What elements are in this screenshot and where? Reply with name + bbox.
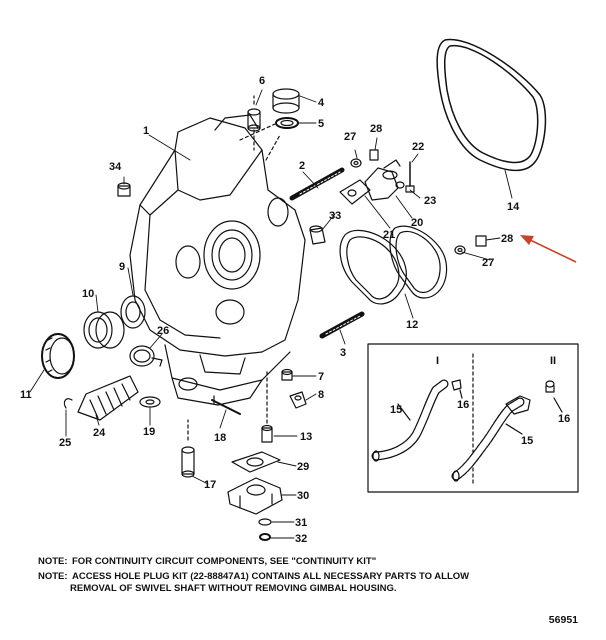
- callout-12: 12: [406, 319, 418, 331]
- callout-8: 8: [318, 389, 324, 401]
- callout-21: 21: [383, 229, 395, 241]
- note-2: NOTE: ACCESS HOLE PLUG KIT (22-88847A1) …: [38, 571, 578, 583]
- part-3-stud: [319, 311, 365, 339]
- inset-label-ii: II: [550, 355, 556, 367]
- callout-26: 26: [157, 325, 169, 337]
- callout-24: 24: [93, 427, 106, 439]
- note-2-continuation: REMOVAL OF SWIVEL SHAFT WITHOUT REMOVING…: [70, 583, 397, 594]
- callout-17: 17: [204, 479, 216, 491]
- part-33-plug: [309, 225, 326, 245]
- callout-5: 5: [318, 118, 324, 130]
- part-26-clamp: [129, 345, 163, 367]
- part-19-washer: [139, 396, 161, 408]
- callout-18: 18: [214, 432, 226, 444]
- leader-lines: [29, 89, 513, 539]
- callout-labels: 1 2 3 4 5 6 7 8 9 10 11 12 13 14 15 15 1…: [20, 75, 570, 545]
- callout-15-inset-ii: 15: [521, 435, 533, 447]
- fitting-assembly: [339, 149, 487, 255]
- callout-16-inset-i: 16: [457, 399, 469, 411]
- callout-30: 30: [297, 490, 309, 502]
- part-13-plug: [261, 424, 273, 443]
- part-30-pump: [227, 477, 283, 515]
- part-7-fitting: [281, 368, 293, 381]
- document-number: 56951: [548, 614, 578, 626]
- part-25-clip: [63, 398, 73, 409]
- callout-1: 1: [143, 125, 149, 137]
- part-5-seal: [275, 117, 299, 129]
- part-32-o-ring: [259, 533, 271, 541]
- callout-31: 31: [295, 517, 307, 529]
- callout-14: 14: [507, 201, 520, 213]
- note-1: NOTE: FOR CONTINUITY CIRCUIT COMPONENTS,…: [38, 556, 578, 568]
- notes-block: NOTE: FOR CONTINUITY CIRCUIT COMPONENTS,…: [38, 556, 578, 595]
- callout-25: 25: [59, 437, 71, 449]
- note-1-text: FOR CONTINUITY CIRCUIT COMPONENTS, SEE "…: [72, 556, 377, 567]
- note-1-prefix: NOTE:: [38, 556, 68, 567]
- part-2-stud: [289, 167, 345, 201]
- part-31-o-ring: [258, 518, 272, 526]
- note-2-prefix: NOTE:: [38, 571, 68, 582]
- inset-label-i: I: [436, 355, 439, 367]
- callout-34: 34: [109, 161, 122, 173]
- callout-28-right: 28: [501, 233, 513, 245]
- note-2-text: ACCESS HOLE PLUG KIT (22-88847A1) CONTAI…: [72, 571, 470, 582]
- callout-28-top: 28: [370, 123, 382, 135]
- callout-23: 23: [424, 195, 436, 207]
- callout-27-top: 27: [344, 131, 356, 143]
- callout-15-inset-i: 15: [390, 404, 402, 416]
- callout-6: 6: [259, 75, 265, 87]
- callout-16-inset-ii: 16: [558, 413, 570, 425]
- callout-2: 2: [299, 160, 305, 172]
- callout-11: 11: [20, 389, 32, 401]
- callout-32: 32: [295, 533, 307, 545]
- callout-13: 13: [300, 431, 312, 443]
- callout-27-right: 27: [482, 257, 494, 269]
- callout-19: 19: [143, 426, 155, 438]
- gimbal-housing: [129, 114, 306, 406]
- inset-box: [367, 343, 579, 493]
- highlight-arrow: [520, 235, 577, 263]
- part-10-seal: [83, 311, 125, 349]
- callout-20: 20: [411, 217, 423, 229]
- part-11-clamp: [41, 333, 75, 379]
- part-34-plug: [117, 182, 131, 197]
- part-9-seal: [120, 295, 146, 329]
- part-24-bellows: [77, 375, 139, 421]
- part-6-bushing: [247, 108, 261, 132]
- part-17-pin: [181, 446, 195, 478]
- callout-4: 4: [318, 97, 325, 109]
- callout-29: 29: [297, 461, 309, 473]
- callout-33: 33: [329, 210, 341, 222]
- part-29-gasket: [231, 451, 281, 473]
- part-14-o-ring: [436, 38, 547, 172]
- part-12-gaskets: [339, 225, 448, 305]
- callout-10: 10: [82, 288, 94, 300]
- callout-22: 22: [412, 141, 424, 153]
- part-18-pin: [211, 395, 241, 415]
- callout-9: 9: [119, 261, 125, 273]
- callout-3: 3: [340, 347, 346, 359]
- part-4-bushing: [272, 88, 300, 114]
- callout-7: 7: [318, 371, 324, 383]
- part-8-fitting: [289, 391, 307, 409]
